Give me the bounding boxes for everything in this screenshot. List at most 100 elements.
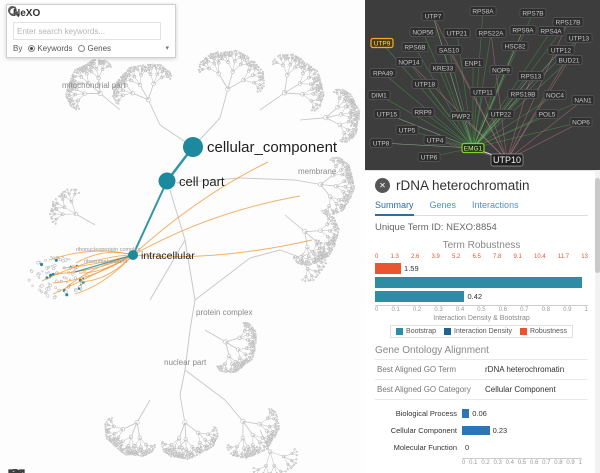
tree-node-cellular-component[interactable] <box>183 137 203 157</box>
tab-genes[interactable]: Genes <box>429 200 457 210</box>
network-node-nop56[interactable]: NOP56 <box>409 27 437 37</box>
network-node-rps6b[interactable]: RPS6B <box>401 42 429 52</box>
svg-text:RPS6B: RPS6B <box>404 45 425 52</box>
network-node-utp15[interactable]: UTP15 <box>373 109 401 119</box>
network-node-kre33[interactable]: KRE33 <box>429 63 457 73</box>
network-node-rps19b[interactable]: RPS19B <box>507 89 539 99</box>
network-node-sas10[interactable]: SAS10 <box>435 45 463 55</box>
svg-text:RPS7B: RPS7B <box>522 11 543 18</box>
detail-scrollbar[interactable] <box>595 170 600 473</box>
radio-genes[interactable]: Genes <box>78 44 111 53</box>
term-title: rDNA heterochromatin <box>396 178 530 193</box>
bar-interaction-density: 0.42 <box>375 290 588 303</box>
network-node-rrp9[interactable]: RRP9 <box>411 107 435 117</box>
scrollbar-thumb[interactable] <box>595 178 600 273</box>
radio-keywords-control[interactable] <box>28 45 36 52</box>
radio-genes-control[interactable] <box>78 45 86 52</box>
tree-node-label-intracellular: intracellular <box>141 250 195 262</box>
svg-text:BUD21: BUD21 <box>559 58 580 65</box>
tree-term-protein-complex: protein complex <box>196 308 252 317</box>
network-node-hsc82[interactable]: HSC82 <box>501 41 529 51</box>
svg-text:NOC4: NOC4 <box>546 93 564 100</box>
network-node-rps13[interactable]: RPS13 <box>517 71 545 81</box>
network-node-bud21[interactable]: BUD21 <box>555 55 583 65</box>
network-node-rps4a[interactable]: RPS4A <box>537 26 565 36</box>
network-node-nop14[interactable]: NOP14 <box>395 57 423 67</box>
unique-term-id: Unique Term ID: NEXO:8854 <box>375 222 497 233</box>
network-node-enp1[interactable]: ENP1 <box>461 58 485 68</box>
svg-text:UTP7: UTP7 <box>425 14 442 21</box>
axis-title: Interaction Density & Bootstrap <box>433 315 530 322</box>
network-node-utp8[interactable]: UTP8 <box>369 138 393 148</box>
network-node-rps8a[interactable]: RPS8A <box>469 6 497 16</box>
svg-text:NOP6: NOP6 <box>572 120 590 127</box>
network-node-rps7b[interactable]: RPS7B <box>519 8 547 18</box>
svg-text:RPS8A: RPS8A <box>472 9 494 16</box>
network-node-utp10[interactable]: UTP10 <box>490 153 524 167</box>
svg-text:DIM1: DIM1 <box>371 93 387 100</box>
tab-summary[interactable]: Summary <box>375 198 414 216</box>
svg-text:UTP12: UTP12 <box>551 48 572 55</box>
svg-text:UTP15: UTP15 <box>377 112 398 119</box>
svg-text:UTP21: UTP21 <box>447 31 468 38</box>
tab-interactions[interactable]: Interactions <box>472 200 519 210</box>
ontology-tree-panel[interactable]: cellular_component cell part intracellul… <box>0 0 365 473</box>
network-node-utp12[interactable]: UTP12 <box>547 45 575 55</box>
network-node-utp6[interactable]: UTP6 <box>417 152 441 162</box>
go-alignment-table: Best Aligned GO Term rDNA heterochromati… <box>375 359 588 400</box>
network-node-utp21[interactable]: UTP21 <box>443 28 471 38</box>
network-node-rps9a[interactable]: RPS9A <box>509 25 537 35</box>
tree-term-ribosomal-subunit: ribosomal subunit <box>84 259 128 265</box>
network-node-pwp2[interactable]: PWP2 <box>449 111 473 121</box>
svg-text:UTP6: UTP6 <box>421 155 438 162</box>
svg-text:UTP11: UTP11 <box>473 90 493 97</box>
network-node-rps17b[interactable]: RPS17B <box>552 17 584 27</box>
by-label: By <box>13 44 23 53</box>
go-category-value: Cellular Component <box>485 385 556 394</box>
svg-text:UTP5: UTP5 <box>399 128 416 135</box>
network-node-emg1[interactable]: EMG1 <box>461 142 485 154</box>
svg-text:SAS10: SAS10 <box>439 48 460 55</box>
search-input[interactable] <box>13 22 161 40</box>
tree-node-cell-part[interactable] <box>158 172 176 190</box>
svg-text:KRE33: KRE33 <box>433 66 454 73</box>
network-node-utp9[interactable]: UTP9 <box>370 37 394 49</box>
svg-text:NOP14: NOP14 <box>398 60 420 67</box>
svg-text:RRP9: RRP9 <box>414 110 432 117</box>
network-node-nop9[interactable]: NOP9 <box>489 65 513 75</box>
bar-robustness: 1.59 <box>375 262 588 275</box>
tree-edge <box>132 180 168 256</box>
network-node-utp22[interactable]: UTP22 <box>487 109 515 119</box>
svg-text:PWP2: PWP2 <box>452 114 471 121</box>
network-node-rps22a[interactable]: RPS22A <box>475 28 507 38</box>
network-node-utp18[interactable]: UTP18 <box>411 79 439 89</box>
network-node-nop6[interactable]: NOP6 <box>569 117 593 127</box>
radio-keywords[interactable]: Keywords <box>28 44 72 53</box>
network-node-utp13[interactable]: UTP13 <box>565 33 593 43</box>
svg-text:POL5: POL5 <box>539 112 556 119</box>
network-node-dim1[interactable]: DIM1 <box>367 90 391 100</box>
network-node-pol5[interactable]: POL5 <box>535 109 559 119</box>
network-node-nan1[interactable]: NAN1 <box>571 95 595 105</box>
network-node-rpa49[interactable]: RPA49 <box>369 68 397 78</box>
network-node-utp11[interactable]: UTP11 <box>469 87 497 97</box>
network-node-utp7[interactable]: UTP7 <box>421 11 445 21</box>
network-node-utp5[interactable]: UTP5 <box>395 125 419 135</box>
network-node-utp4[interactable]: UTP4 <box>423 135 447 145</box>
chevron-down-icon[interactable]: ▾ <box>165 45 169 52</box>
svg-text:NOP9: NOP9 <box>492 68 510 75</box>
ontology-tree-canvas[interactable]: cellular_component cell part intracellul… <box>0 0 365 473</box>
tree-node-label-cellular-component: cellular_component <box>207 139 338 156</box>
svg-text:EMG1: EMG1 <box>464 146 483 153</box>
close-icon[interactable]: ✕ <box>375 178 390 193</box>
tree-node-intracellular[interactable] <box>128 250 138 260</box>
tree-node-label-cell-part: cell part <box>179 174 225 189</box>
network-node-noc4[interactable]: NOC4 <box>543 90 567 100</box>
svg-text:RPS4A: RPS4A <box>540 29 562 36</box>
svg-text:ENP1: ENP1 <box>465 61 482 68</box>
